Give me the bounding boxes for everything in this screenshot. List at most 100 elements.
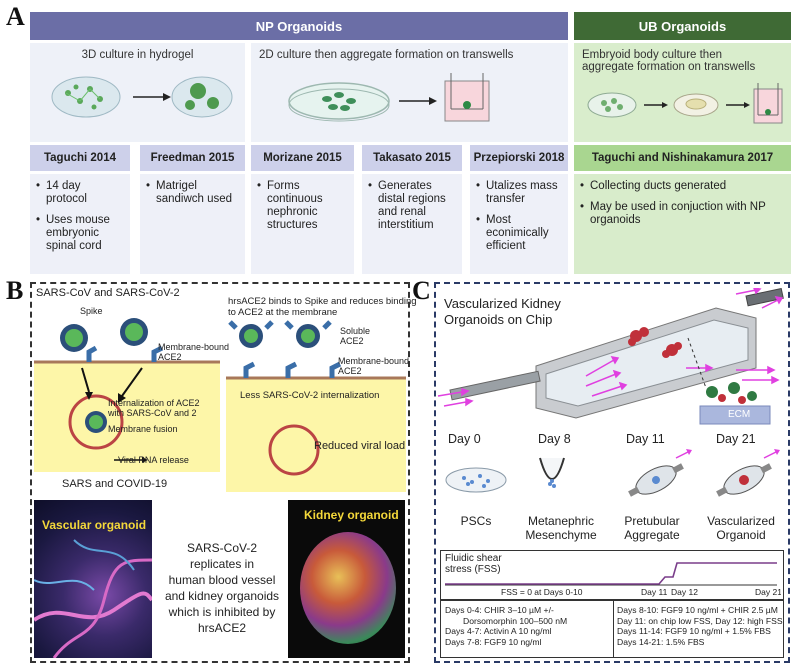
protocol-line: Days 0-4: CHIR 3–10 µM +/- [445,605,554,615]
ub-culture-icon [587,83,783,124]
kidney-organoid-image: Kidney organoid [288,500,405,658]
protocol-line: Days 11-14: FGF9 10 ng/ml + 1.5% FBS [617,626,771,636]
fss-day12-label: Day 12 [671,587,698,597]
list-item: Utalizes mass transfer [476,180,562,206]
b-right-title-2: to ACE2 at the membrane [228,307,338,318]
hydrogel-culture-label: 3D culture in hydrogel [81,49,194,61]
stage-line: PSCs [460,514,492,528]
soluble-ace2-label-2: ACE2 [340,336,364,346]
author-takasato-2015: Takasato 2015 [362,145,462,171]
ub-organoids-header: UB Organoids [574,12,791,40]
membrane-bound-label-1: Membrane-bound [158,342,230,352]
sars-entry-diagram [34,318,220,472]
hydrogel-culture-icon [51,76,233,118]
stage-line: Pretubular [624,514,680,528]
b-right-title-1: hrsACE2 binds to Spike and reduces bindi… [228,296,417,307]
stage-line: Aggregate [624,528,680,542]
spike-label: Spike [80,306,103,316]
hydrogel-culture-box: 3D culture in hydrogel [30,43,245,142]
internalization-label-2: with SARS-CoV and 2 [108,408,197,418]
transwell-culture-icon [288,73,490,122]
stage-mesenchyme: Metanephric Mesenchyme [516,514,606,542]
stage-pretubular: Pretubular Aggregate [610,514,694,542]
day-0-label: Day 0 [448,432,481,446]
ub-culture-label-2: aggregate formation on transwells [582,61,756,73]
protocol-line: Days 4-7: Activin A 10 ng/ml [445,626,552,636]
protocol-table: Days 0-4: CHIR 3–10 µM +/- Dorsomorphin … [440,600,784,658]
transwell-culture-box: 2D culture then aggregate formation on t… [251,43,568,142]
stage-pscs: PSCs [440,514,512,528]
b-center-line: which is inhibited by [168,605,276,619]
desc-freedman-2015: Matrigel sandiwch used [140,174,245,274]
hrsace2-diagram [226,320,406,492]
fss-zero-label: FSS = 0 at Days 0-10 [501,587,583,597]
soluble-ace2-label: Soluble ACE2 [340,326,370,346]
b-center-line: hrsACE2 [197,621,247,635]
list-item: Collecting ducts generated [580,180,785,193]
viral-release-label: Viral RNA release [118,455,189,465]
ecm-label: ECM [728,409,751,420]
protocol-line: Days 14-21: 1.5% FBS [617,636,705,647]
b-center-text: SARS-CoV-2 replicates in human blood ves… [158,540,286,636]
list-item: Most econimically efficient [476,214,562,253]
fss-day11-label: Day 11 [641,587,668,597]
c-title-2: Organoids on Chip [444,312,553,327]
stage-line: Metanephric [527,514,595,528]
kidney-organoid-label: Kidney organoid [304,508,399,522]
c-title: Vascularized Kidney Organoids on Chip [444,296,561,328]
internalization-label: Internalization of ACE2 with SARS-CoV an… [108,398,200,418]
author-przepiorski-2018: Przepiorski 2018 [470,145,568,171]
stage-vascularized: Vascularized Organoid [696,514,786,542]
author-morizane-2015: Morizane 2015 [251,145,354,171]
kidney-chip-illustration [437,288,784,425]
vascular-organoid-label: Vascular organoid [42,518,147,532]
c-title-1: Vascularized Kidney [444,296,561,311]
stage-line: Vascularized [707,514,775,528]
list-item: Matrigel sandiwch used [146,180,239,206]
vascular-organoid-image: Vascular organoid [34,500,152,658]
protocol-divider [613,601,614,657]
panel-c-letter: C [412,276,431,305]
protocol-line: Days 7-8: FGF9 10 ng/ml [445,636,542,647]
panel-a-letter: A [6,2,25,31]
day-21-label: Day 21 [716,432,756,446]
fss-curve [445,562,777,586]
sars-covid-caption: SARS and COVID-19 [62,478,168,490]
panel-c-frame [434,282,790,663]
list-item: May be used in conjuction with NP organo… [580,201,785,227]
b-right-title: hrsACE2 binds to Spike and reduces bindi… [228,296,417,318]
stage-line: Organoid [716,528,766,542]
author-freedman-2015: Freedman 2015 [140,145,245,171]
fss-label-2: stress (FSS) [445,564,501,575]
fss-day21-label: Day 21 [755,587,781,597]
desc-takasato-2015: Generates distal regions and renal inter… [362,174,462,274]
list-item: 14 day protocol [36,180,124,206]
ub-culture-box: Embryoid body culture then aggregate for… [574,43,791,142]
protocol-line: Dorsomorphin 100–500 nM [463,615,568,626]
list-item: Uses mouse embryonic spinal cord [36,214,124,253]
membrane-fusion-label: Membrane fusion [108,424,178,434]
internalization-label-1: Internalization of ACE2 [108,398,200,408]
list-item: Generates distal regions and renal inter… [368,180,456,232]
day-11-label: Day 11 [626,432,665,446]
panel-b-letter: B [6,276,24,305]
membrane-bound-right-label: Membrane-bound ACE2 [338,356,409,376]
fss-label: Fluidic shear stress (FSS) [445,553,502,575]
panel-b-frame [30,282,410,663]
ub-culture-label-1: Embryoid body culture then [582,49,722,61]
b-center-line: and kidney organoids [164,589,280,603]
membrane-bound-right-label-1: Membrane-bound [338,356,410,366]
vessel-network-icon [34,539,152,658]
desc-morizane-2015: Forms continuous nephronic structures [251,174,354,274]
np-organoids-header: NP Organoids [30,12,568,40]
kidney-organoid-blob [300,532,396,644]
author-taguchi-2014: Taguchi 2014 [30,145,130,171]
membrane-bound-label: Membrane-bound ACE2 [158,342,229,362]
desc-przepiorski-2018: Utalizes mass transferMost econimically … [470,174,568,274]
protocol-left: Days 0-4: CHIR 3–10 µM +/- Dorsomorphin … [445,605,611,647]
protocol-right: Days 8-10: FGF9 10 ng/ml + CHIR 2.5 µM D… [617,605,783,647]
fss-timeline: Fluidic shear stress (FSS) FSS = 0 at Da… [440,550,784,600]
stage-line: Mesenchyme [525,528,597,542]
stage-icons [445,449,780,497]
b-center-line: replicates in [189,557,255,571]
